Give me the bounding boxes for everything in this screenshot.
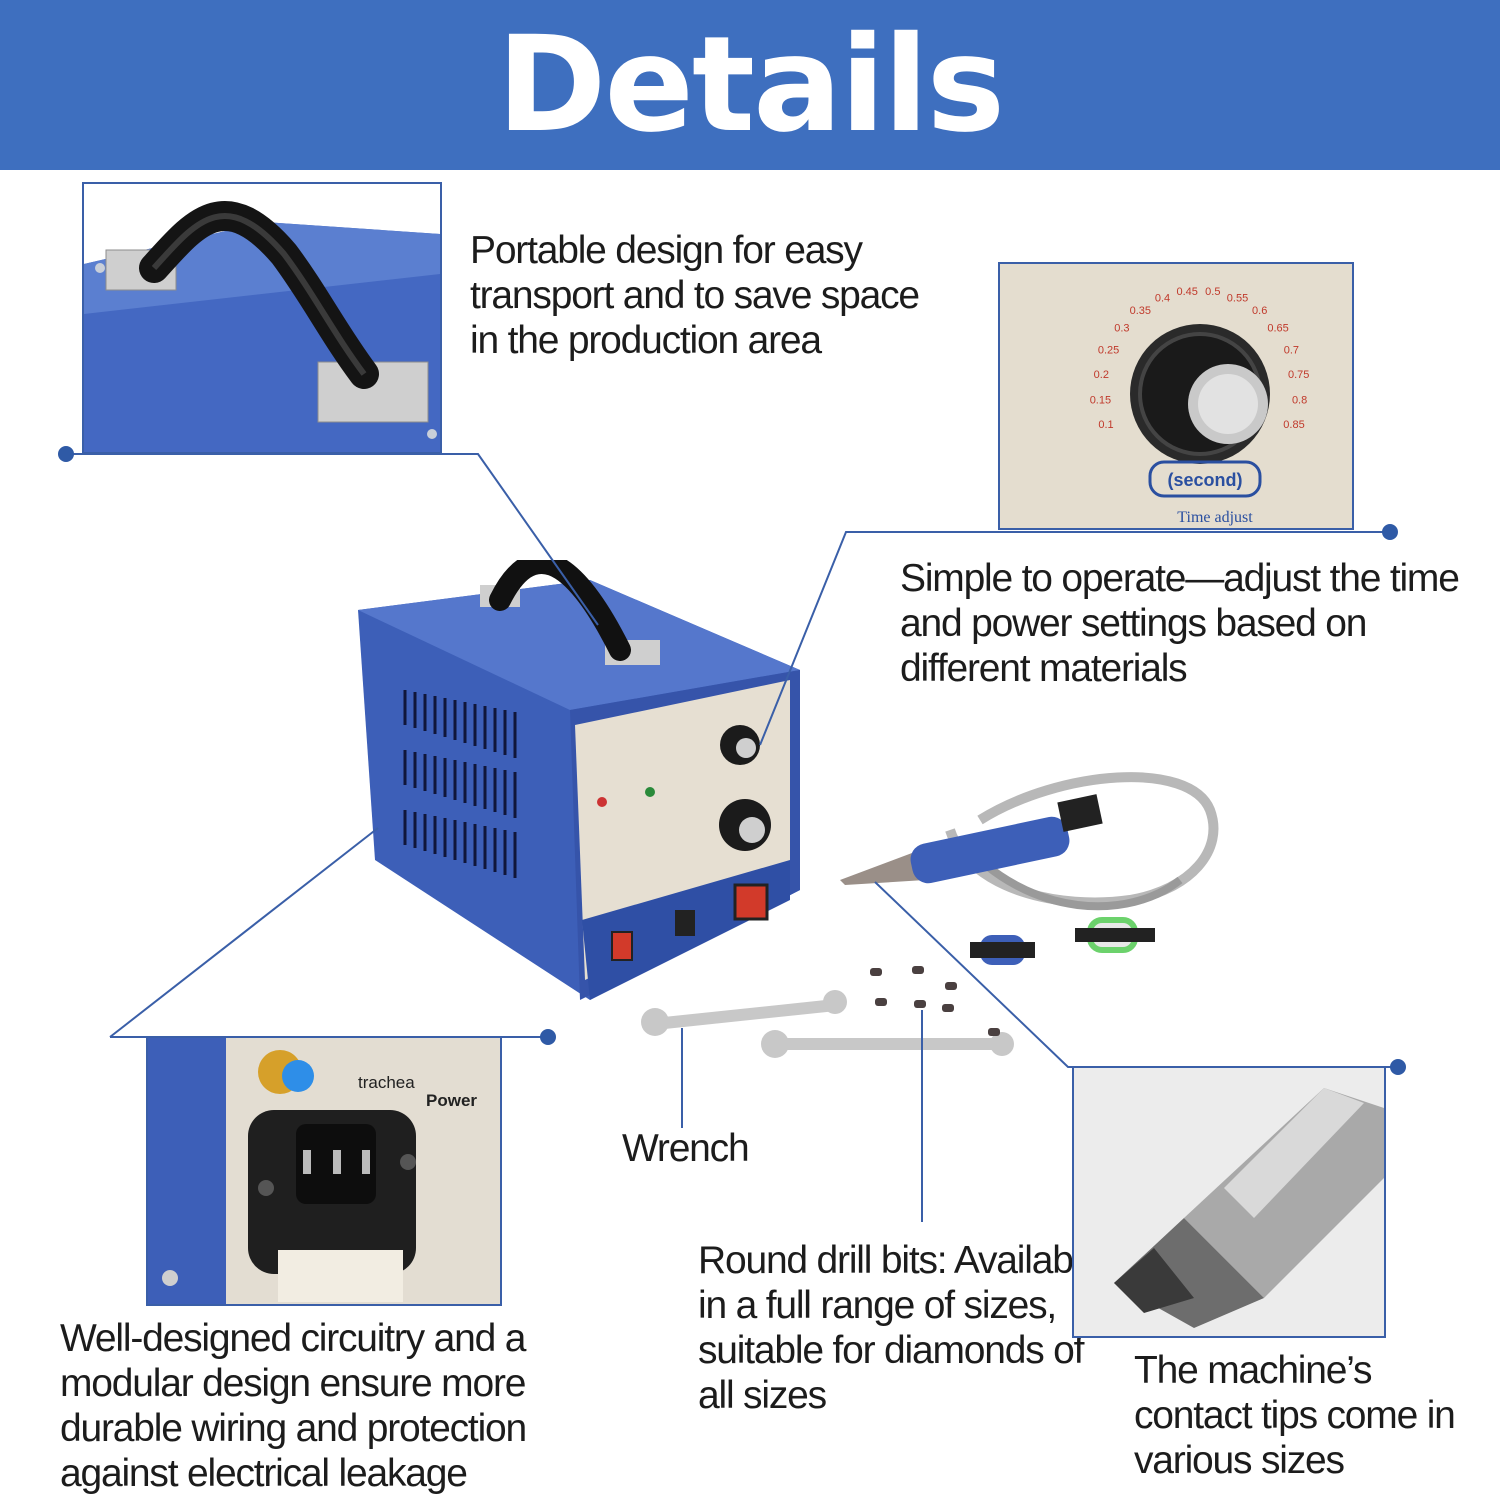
wrench-caption: Wrench <box>622 1127 750 1170</box>
dial-tick-label: 0.45 <box>1176 286 1197 298</box>
dial-tick-label: 0.6 <box>1252 305 1267 317</box>
dial-tick-label: 0.75 <box>1288 369 1309 381</box>
dial-tick-label: 0.1 <box>1098 419 1113 431</box>
callout-dot <box>58 446 74 462</box>
dial-tick-label: 0.3 <box>1114 323 1129 335</box>
dial-tick-label: 0.7 <box>1284 344 1299 356</box>
callout-dot <box>540 1029 556 1045</box>
welding-pen <box>830 770 1230 990</box>
dial-unit-label: (second) <box>1167 470 1242 490</box>
dial-tick-label: 0.5 <box>1205 286 1220 298</box>
power-socket-photo: trachea Power <box>146 1036 502 1306</box>
dial-tick-label: 0.25 <box>1098 344 1119 356</box>
wrenches-and-bits <box>630 960 1030 1070</box>
page-title: Details <box>496 8 1005 162</box>
dial-tick-label: 0.2 <box>1094 369 1109 381</box>
trachea-label: trachea <box>358 1073 415 1092</box>
power-label: Power <box>426 1091 477 1110</box>
dial-tick-label: 0.65 <box>1267 323 1288 335</box>
callout-dot <box>1382 524 1398 540</box>
welding-machine <box>350 560 810 1010</box>
dial-tick-label: 0.55 <box>1227 292 1248 304</box>
portable-caption: Portable design for easy transport and t… <box>470 229 920 362</box>
dial-tick-label: 0.4 <box>1155 292 1170 304</box>
circuitry-caption: Well-designed circuitry and a modular de… <box>60 1317 527 1495</box>
operate-caption: Simple to operate—adjust the time and po… <box>900 557 1460 690</box>
dial-tick-label: 0.85 <box>1283 419 1304 431</box>
drill-bits-caption: Round drill bits: Available in a full ra… <box>698 1239 1102 1417</box>
handle-photo <box>82 182 442 454</box>
dial-caption-label: Time adjust <box>1177 509 1253 526</box>
dial-tick-label: 0.15 <box>1090 394 1111 406</box>
header-banner: Details <box>0 0 1500 170</box>
contact-tip-photo <box>1072 1066 1386 1338</box>
dial-tick-label: 0.35 <box>1130 305 1151 317</box>
contact-tips-caption: The machine’s contact tips come in vario… <box>1134 1349 1456 1482</box>
callout-dot <box>1390 1059 1406 1075</box>
dial-tick-label: 0.8 <box>1292 394 1307 406</box>
